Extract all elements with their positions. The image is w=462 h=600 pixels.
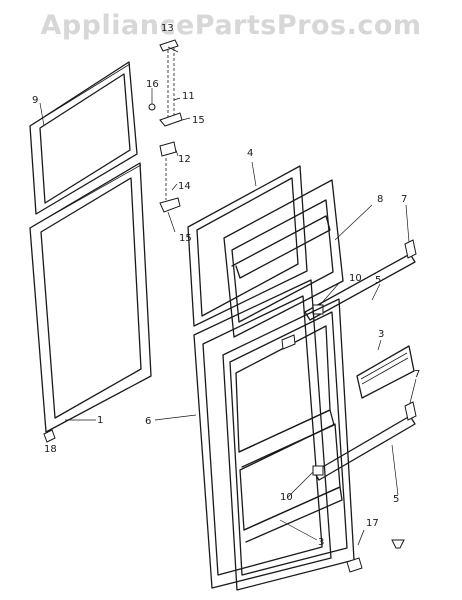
callout-14: 14 (178, 181, 191, 192)
freezer-inner-gasket (187, 165, 308, 327)
leader-lines (39, 46, 417, 541)
callout-18: 18 (44, 444, 57, 455)
callout-6: 6 (145, 416, 151, 427)
callout-7-bottom: 7 (414, 369, 420, 380)
callout-10-bottom: 10 (280, 492, 293, 503)
callout-8: 8 (377, 194, 383, 205)
freezer-door-liner (223, 179, 344, 338)
callout-1: 1 (97, 415, 103, 426)
callout-5-bottom: 5 (393, 494, 399, 505)
small-hardware (43, 429, 405, 573)
callout-4: 4 (247, 148, 253, 159)
callout-11: 11 (182, 91, 195, 102)
callout-labels: 9 1 18 13 16 11 15 12 14 15 4 8 7 10 5 3… (32, 23, 420, 548)
callout-15-top: 15 (192, 115, 205, 126)
callout-3: 3 (378, 329, 384, 340)
fresh-food-door-gasket (29, 162, 152, 433)
callout-13: 13 (161, 23, 174, 34)
lower-door-shelf (312, 401, 417, 481)
callout-16: 16 (146, 79, 159, 90)
callout-12: 12 (178, 154, 191, 165)
watermark: AppliancePartsPros.com (40, 10, 422, 41)
callout-9: 9 (32, 95, 38, 106)
callout-5-top: 5 (375, 275, 381, 286)
callout-15-bottom: 15 (179, 233, 192, 244)
fresh-food-inner-gasket (193, 279, 332, 589)
fresh-food-door-liner (222, 298, 355, 591)
callout-7-top: 7 (401, 194, 407, 205)
freezer-door-gasket (29, 61, 138, 215)
callout-17: 17 (366, 518, 379, 529)
dairy-compartment-door (356, 345, 415, 399)
callout-10-top: 10 (349, 273, 362, 284)
callout-3-bottom: 3 (318, 537, 324, 548)
